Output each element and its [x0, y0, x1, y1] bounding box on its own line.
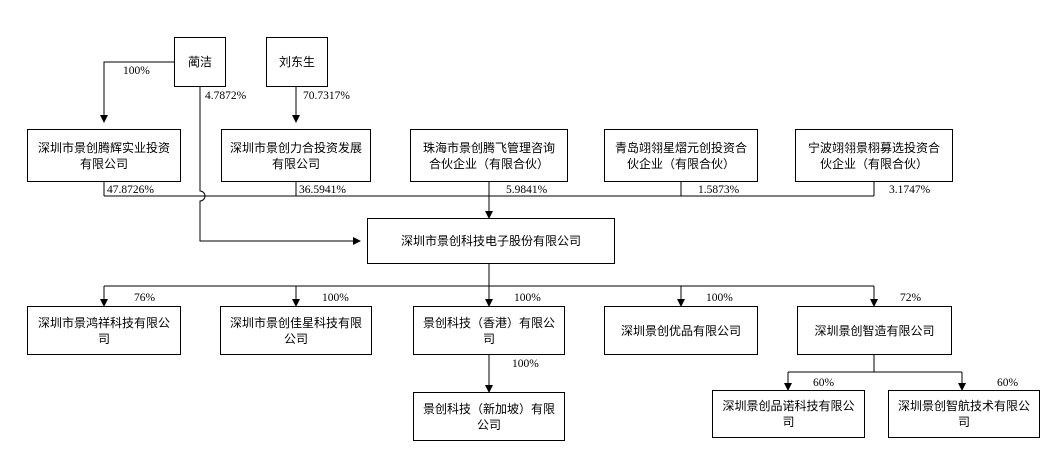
node-hongxiang: 深圳市景鸿祥科技有限公司: [27, 306, 181, 355]
node-zhihang-label: 深圳景创智航技术有限公司: [897, 399, 1030, 429]
node-ningbo-label: 宁波翊翎景栩募选投资合伙企业（有限合伙）: [807, 140, 940, 171]
node-tenghui: 深圳市景创腾辉实业投资有限公司: [27, 129, 181, 182]
node-tengfei-label: 珠海市景创腾飞管理咨询合伙企业（有限合伙）: [422, 140, 555, 171]
node-youpin: 深圳景创优品有限公司: [604, 306, 758, 355]
node-ningbo: 宁波翊翎景栩募选投资合伙企业（有限合伙）: [795, 129, 953, 182]
node-lin-jie: 蔺洁: [174, 37, 226, 87]
node-jiaxing-label: 深圳市景创佳星科技有限公司: [229, 315, 362, 346]
node-tengfei: 珠海市景创腾飞管理咨询合伙企业（有限合伙）: [410, 129, 568, 182]
node-qingdao: 青岛翊翎星熠元创投资合伙企业（有限合伙）: [604, 129, 758, 182]
pct-main-to-youpin: 100%: [706, 292, 733, 304]
node-zhizao: 深圳景创智造有限公司: [797, 306, 952, 355]
node-youpin-label: 深圳景创优品有限公司: [620, 323, 741, 338]
node-tenghui-label: 深圳市景创腾辉实业投资有限公司: [37, 140, 170, 171]
node-hk: 景创科技（香港）有限公司: [413, 306, 565, 355]
pct-hk-to-singapore: 100%: [512, 358, 539, 370]
node-qingdao-label: 青岛翊翎星熠元创投资合伙企业（有限合伙）: [614, 140, 747, 171]
node-liu-dongsheng-label: 刘东生: [278, 55, 315, 69]
node-zhizao-label: 深圳景创智造有限公司: [814, 323, 935, 338]
node-lin-jie-label: 蔺洁: [187, 55, 212, 69]
node-pinnuo-label: 深圳景创品诺科技有限公司: [722, 399, 855, 429]
node-zhihang: 深圳景创智航技术有限公司: [888, 390, 1040, 438]
pct-main-to-jiaxing: 100%: [322, 292, 349, 304]
pct-lin-to-tenghui: 100%: [123, 65, 150, 77]
line-lin-to-tenghui: [100, 61, 174, 123]
pct-main-to-hongxiang: 76%: [134, 292, 156, 304]
pct-lihe-to-main: 36.5941%: [299, 184, 346, 196]
pct-tenghui-to-main: 47.8726%: [107, 184, 154, 196]
node-main-company-label: 深圳市景创科技电子股份有限公司: [400, 234, 581, 248]
pct-main-to-zhizao: 72%: [900, 292, 922, 304]
node-pinnuo: 深圳景创品诺科技有限公司: [712, 390, 865, 438]
node-singapore-label: 景创科技（新加坡）有限公司: [422, 401, 555, 432]
node-lihe-label: 深圳市景创力合投资发展有限公司: [230, 140, 363, 171]
node-jiaxing: 深圳市景创佳星科技有限公司: [220, 306, 372, 355]
pct-zhizao-to-pinnuo: 60%: [813, 377, 835, 389]
pct-tengfei-to-main: 5.9841%: [506, 184, 548, 196]
pct-zhizao-to-zhihang: 60%: [997, 377, 1019, 389]
pct-main-to-hk: 100%: [514, 292, 541, 304]
pct-liu-to-lihe: 70.7317%: [303, 90, 350, 102]
pct-lin-to-main: 4.7872%: [205, 90, 247, 102]
line-lin-to-main: [199, 87, 361, 245]
pct-ningbo-to-main: 3.1747%: [889, 184, 931, 196]
node-lihe: 深圳市景创力合投资发展有限公司: [221, 129, 371, 182]
node-liu-dongsheng: 刘东生: [266, 37, 328, 87]
node-hongxiang-label: 深圳市景鸿祥科技有限公司: [37, 315, 170, 346]
pct-qingdao-to-main: 1.5873%: [698, 184, 740, 196]
node-hk-label: 景创科技（香港）有限公司: [422, 315, 555, 346]
node-singapore: 景创科技（新加坡）有限公司: [413, 392, 565, 441]
node-main-company: 深圳市景创科技电子股份有限公司: [367, 218, 615, 264]
